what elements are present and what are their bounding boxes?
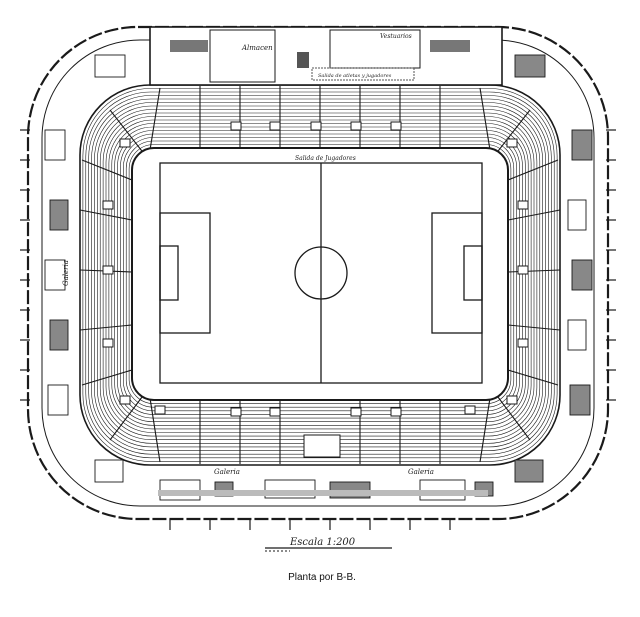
pitch-surround [131,147,509,401]
gallery-label-south-east: Galeria [408,468,434,476]
stand-aisle [507,269,561,273]
gallery-room [567,319,587,351]
vomitory [102,200,114,210]
gallery-room [571,259,593,291]
athletes-exit-label: Salida de atletas y jugadores [318,73,392,79]
gallery-room [44,259,66,291]
vomitory [350,407,362,417]
athletes-exit-corridor [311,67,415,81]
drawing-caption: Planta por B-B. [288,572,356,583]
gallery-room [44,129,66,161]
gallery-room [94,54,126,78]
hatched-room [430,40,470,52]
gallery-room [49,319,69,351]
players-exit-label: Salida de Jugadores [295,155,356,162]
gallery-room [569,384,591,416]
gallery-room [514,54,546,78]
stand-aisle [494,109,531,156]
tunnel-exit [303,434,341,458]
stand-aisle [79,209,133,221]
main-building [149,26,503,86]
vomitory [119,395,131,405]
stand-aisle [494,392,531,441]
vomitory [230,407,242,417]
vomitory [517,200,529,210]
gallery-label-west: Galeria [62,260,70,286]
gallery-room [514,459,544,483]
vomitory [506,395,518,405]
scale-label: Escala 1:200 [289,537,356,548]
gallery-room [49,199,69,231]
scale-bar: Escala 1:200 [265,537,392,552]
vomitory [102,265,114,275]
plan-structure [20,54,616,530]
gallery-label-south-west: Galeria [214,468,240,476]
locker-rooms-label: Vestuarios [380,33,412,40]
stand-aisle [81,369,133,386]
vomitory [390,121,402,131]
storage-room [209,29,276,83]
gallery-room [47,384,69,416]
vomitory [230,121,242,131]
stand-aisle [479,397,491,463]
vomitory [102,338,114,348]
stand-aisle [81,159,133,181]
vomitory [310,121,322,131]
vomitory [269,407,281,417]
stand-aisle [149,397,161,463]
stand-aisle [507,209,561,221]
vomitory [464,405,476,415]
vomitory [390,407,402,417]
vomitory [350,121,362,131]
hatched-room [170,40,208,52]
vomitory [119,138,131,148]
pitch [159,162,483,384]
stand-aisle [479,87,491,151]
hatched-room [297,52,309,68]
stand-aisle [79,324,133,331]
vomitory [154,405,166,415]
vomitory [517,265,529,275]
stand-aisle [109,392,146,441]
stand-aisle [507,369,559,386]
vomitory [517,338,529,348]
gallery-room [567,199,587,231]
gallery-room [94,459,124,483]
stand-aisle [507,159,559,181]
vomitory [506,138,518,148]
stand-aisle [109,109,146,156]
vomitory [269,121,281,131]
gallery-room [571,129,593,161]
gallery-corridor [158,490,488,496]
stand-aisle [507,324,561,331]
storage-label: Almacen [241,44,273,52]
stand-aisle [149,87,161,151]
